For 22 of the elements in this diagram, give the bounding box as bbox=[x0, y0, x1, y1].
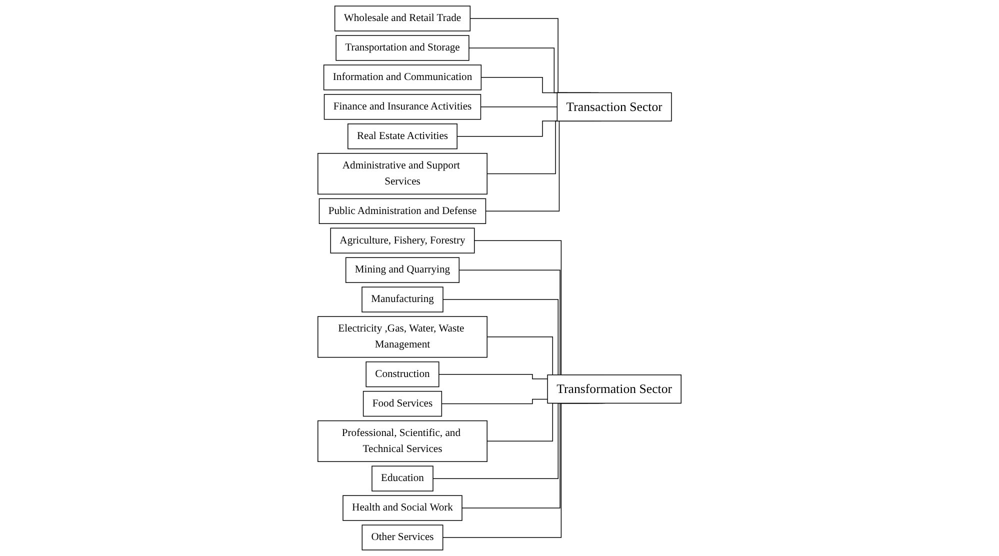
node-box: Transportation and Storage bbox=[336, 35, 470, 61]
node-box: Administrative and Support Services bbox=[318, 152, 488, 195]
connector bbox=[441, 398, 548, 404]
node-box: Finance and Insurance Activities bbox=[324, 94, 482, 120]
connector bbox=[480, 106, 558, 108]
node-box: Construction bbox=[366, 361, 440, 388]
node-box: Wholesale and Retail Trade bbox=[334, 6, 471, 32]
node-box: Electricity ,Gas, Water, Waste Management bbox=[318, 316, 488, 358]
node-box: Professional, Scientific, and Technical Services bbox=[318, 420, 488, 462]
node-box: Transaction Sector bbox=[556, 92, 672, 122]
node-box: Agriculture, Fishery, Forestry bbox=[330, 228, 475, 254]
node-box: Education bbox=[372, 466, 434, 492]
node-box: Manufacturing bbox=[362, 286, 444, 312]
node-box: Food Services bbox=[362, 390, 442, 417]
node-box: Real Estate Activities bbox=[348, 124, 458, 150]
node-box: Transformation Sector bbox=[547, 374, 682, 404]
node-box: Public Administration and Defense bbox=[318, 198, 486, 224]
node-box: Information and Communication bbox=[323, 64, 482, 90]
node-box: Mining and Quarrying bbox=[345, 257, 460, 283]
node-box: Other Services bbox=[362, 524, 444, 550]
node-box: Health and Social Work bbox=[342, 495, 462, 521]
connector bbox=[438, 374, 548, 380]
